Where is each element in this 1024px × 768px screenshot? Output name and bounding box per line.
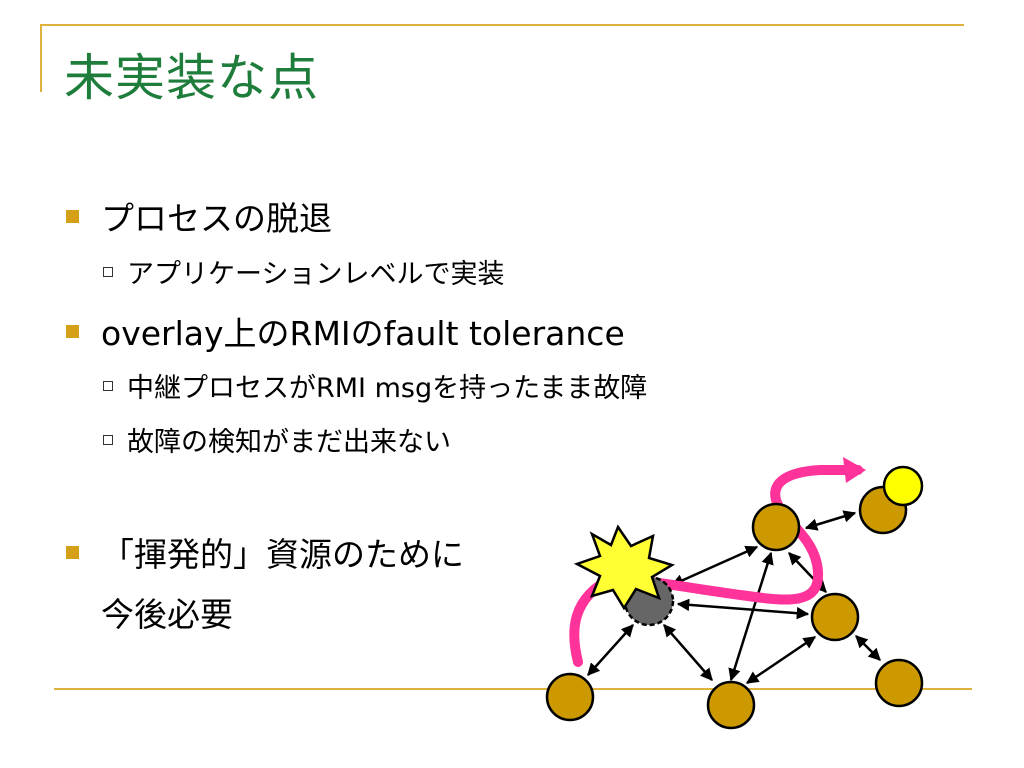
bullet-1: プロセスの脱退: [66, 192, 332, 240]
yellow-node: [882, 465, 924, 507]
hollow-square-bullet-icon: [103, 380, 113, 391]
slide-title: 未実装な点: [64, 49, 319, 107]
edge-a-b: [587, 624, 634, 676]
node-e: [751, 502, 801, 552]
edge-c-e: [728, 551, 774, 682]
node-c: [706, 680, 756, 730]
hollow-square-bullet-icon: [103, 266, 113, 277]
bullet-1-text: プロセスの脱退: [101, 199, 332, 238]
square-bullet-icon: [66, 209, 79, 223]
node-d: [810, 592, 860, 642]
bullet-3-text-2: 今後必要: [101, 595, 233, 634]
message-arrowhead: [843, 457, 866, 483]
bullet-2-sub-1: 中継プロセスがRMI msgを持ったまま故障: [103, 366, 647, 405]
edge-b-e: [670, 545, 759, 587]
bottom-rule: [54, 688, 972, 690]
explosion-icon: [573, 524, 676, 611]
edge-b-d: [676, 598, 810, 620]
bullet-3-text: 「揮発的」資源のために: [101, 535, 464, 574]
top-rule: [40, 24, 964, 26]
bullet-3: 「揮発的」資源のために: [66, 528, 464, 576]
edge-b-c: [663, 624, 713, 681]
edge-d-g: [855, 635, 881, 661]
bullet-2-sub-2: 故障の検知がまだ出来ない: [103, 420, 451, 459]
edge-c-d: [745, 635, 817, 685]
bullet-2: overlay上のRMIのfault tolerance: [66, 307, 625, 355]
bullet-2-sub-2-text: 故障の検知がまだ出来ない: [127, 427, 451, 458]
bullet-1-sub-1-text: アプリケーションレベルで実装: [127, 259, 505, 290]
left-rule: [40, 24, 42, 92]
bullet-2-text: overlay上のRMIのfault tolerance: [101, 314, 625, 353]
hollow-square-bullet-icon: [103, 434, 113, 445]
edge-e-f: [804, 510, 857, 531]
node-g: [874, 658, 924, 708]
square-bullet-icon: [66, 324, 79, 338]
bullet-1-sub-1: アプリケーションレベルで実装: [103, 252, 504, 291]
square-bullet-icon: [66, 545, 79, 559]
bullet-3-line-2: 今後必要: [101, 588, 233, 636]
bullet-2-sub-1-text: 中継プロセスがRMI msgを持ったまま故障: [127, 373, 648, 404]
node-a: [545, 672, 595, 722]
